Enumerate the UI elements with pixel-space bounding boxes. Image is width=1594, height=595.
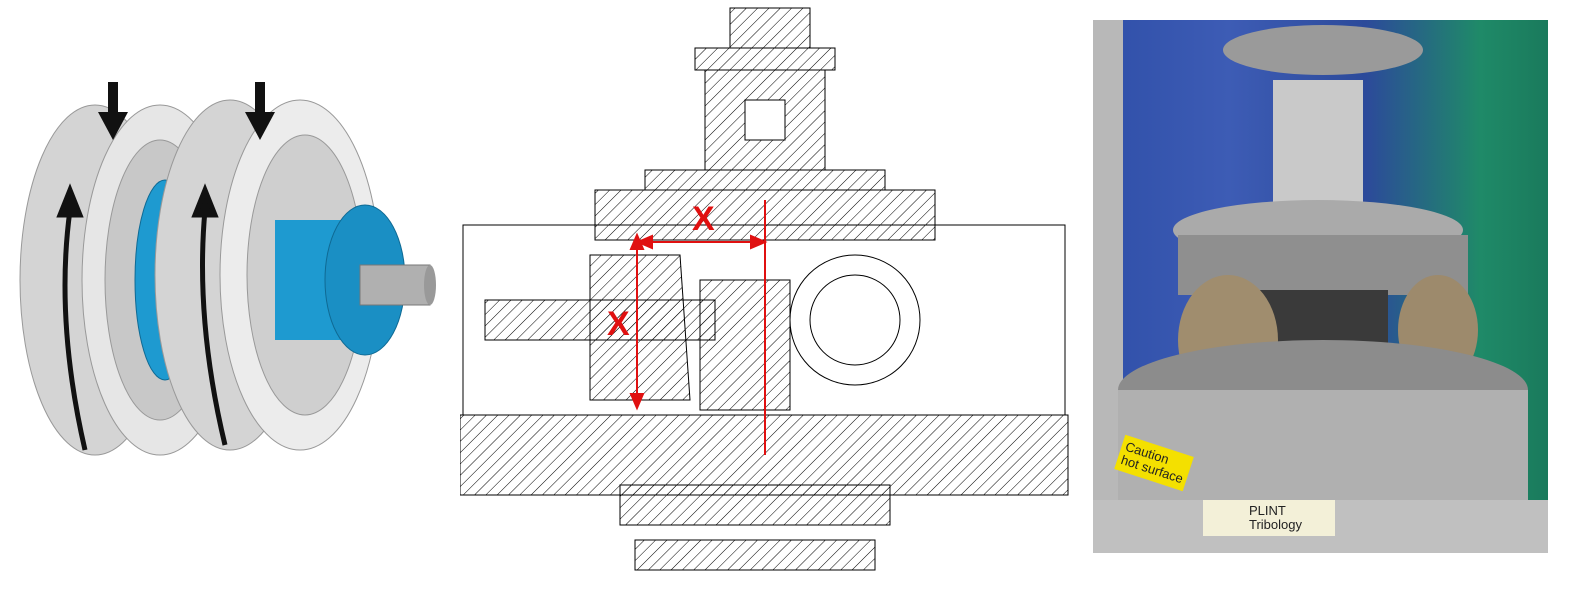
- dimension-label-x-horizontal: X: [692, 200, 715, 238]
- bearing-render-panel: [0, 70, 440, 500]
- rotation-arrow-icon: [56, 183, 228, 451]
- dimension-label-x-vertical: X: [607, 305, 630, 343]
- brand-name: PLINT: [1249, 503, 1286, 518]
- cross-section-drawing-panel: X X: [459, 0, 1075, 590]
- bearing-right: [154, 99, 436, 451]
- load-arrow-icon: [98, 82, 275, 140]
- dimension-lines: [629, 200, 768, 455]
- brand-sticker: PLINT Tribology: [1203, 500, 1335, 536]
- test-rig-photo-panel: Caution hot surface PLINT Tribology: [1093, 20, 1548, 553]
- brand-sub: Tribology: [1249, 517, 1302, 532]
